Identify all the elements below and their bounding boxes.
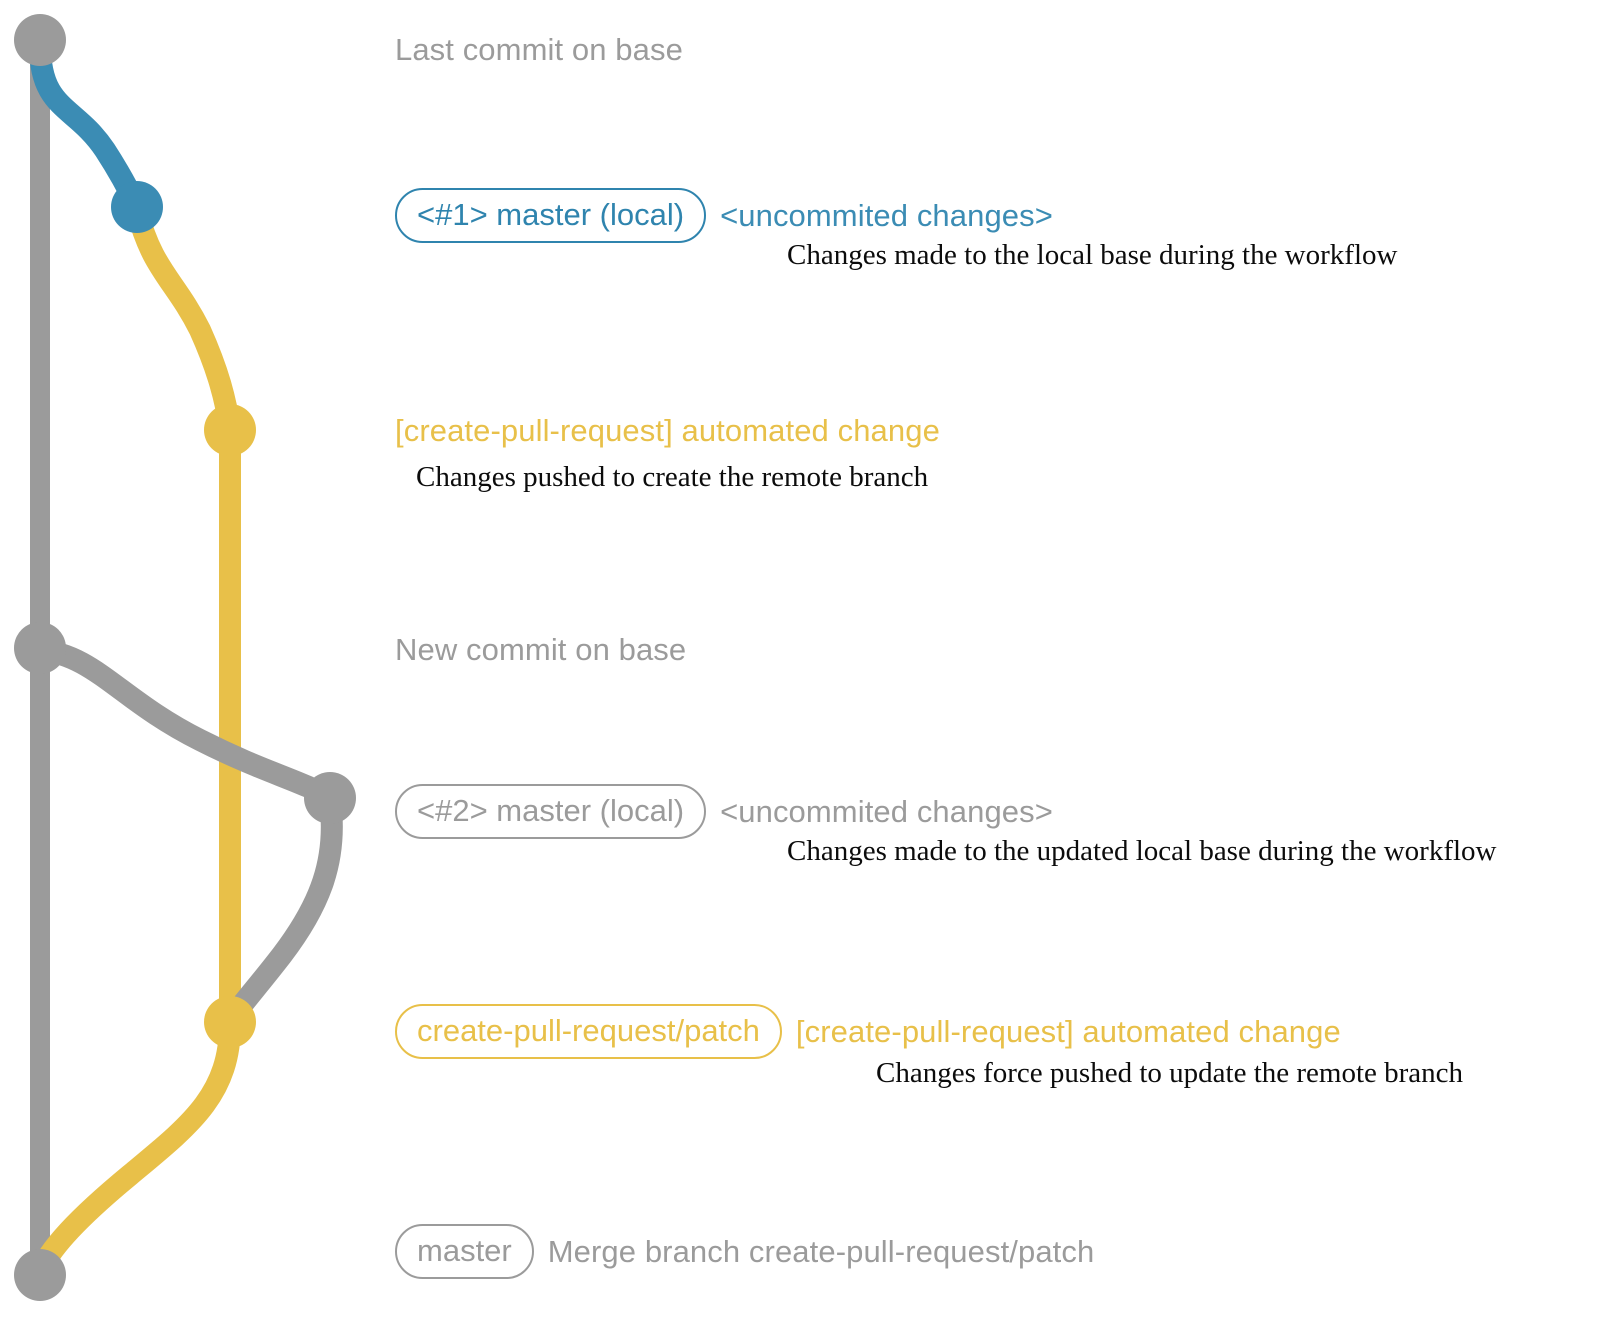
last-commit-headline: Last commit on base bbox=[395, 32, 683, 67]
row-new-commit-on-base: New commit on base bbox=[395, 632, 686, 668]
subtext-local-changes-1: Changes made to the local base during th… bbox=[787, 239, 1398, 271]
local-branch-line-1 bbox=[29, 34, 148, 218]
node-merge-master[interactable] bbox=[14, 1249, 66, 1301]
automated-change-headline-1: [create-pull-request] automated change bbox=[395, 413, 940, 448]
patch-merge-line bbox=[29, 1013, 241, 1284]
automated-change-headline-2: [create-pull-request] automated change bbox=[795, 1013, 1341, 1049]
merge-branch-line-out bbox=[29, 639, 341, 809]
node-new-commit-on-base[interactable] bbox=[14, 622, 66, 674]
subtext-local-changes-2: Changes made to the updated local base d… bbox=[787, 835, 1497, 867]
row-master-local-1: <#1> master (local) <uncommited changes> bbox=[395, 188, 1053, 243]
row-automated-change-2: create-pull-request/patch [create-pull-r… bbox=[395, 1004, 1341, 1059]
row-last-commit-on-base: Last commit on base bbox=[395, 32, 683, 68]
badge-master-local-2[interactable]: <#2> master (local) bbox=[395, 784, 707, 839]
subtext-automated-change-2: Changes force pushed to update the remot… bbox=[876, 1057, 1464, 1089]
node-automated-change-1[interactable] bbox=[204, 404, 256, 456]
merge-branch-headline: Merge branch create-pull-request/patch bbox=[547, 1233, 1095, 1269]
badge-master[interactable]: master bbox=[395, 1224, 534, 1279]
row-master-local-2: <#2> master (local) <uncommited changes> bbox=[395, 784, 1053, 839]
node-master-local-1[interactable] bbox=[111, 181, 163, 233]
badge-create-pull-request-patch[interactable]: create-pull-request/patch bbox=[395, 1004, 782, 1059]
subtext-automated-change-1: Changes pushed to create the remote bran… bbox=[416, 461, 929, 493]
row-merge-master: master Merge branch create-pull-request/… bbox=[395, 1224, 1094, 1279]
node-automated-change-2[interactable] bbox=[204, 996, 256, 1048]
uncommited-changes-headline-1: <uncommited changes> bbox=[720, 197, 1053, 233]
badge-master-local-1[interactable]: <#1> master (local) bbox=[395, 188, 707, 243]
uncommited-changes-headline-2: <uncommited changes> bbox=[720, 793, 1053, 829]
commit-graph bbox=[14, 14, 356, 1301]
new-commit-headline: New commit on base bbox=[395, 632, 687, 667]
row-automated-change-1: [create-pull-request] automated change bbox=[395, 413, 940, 449]
merge-branch-line-in bbox=[219, 789, 343, 1033]
patch-branch-line-1 bbox=[126, 199, 241, 441]
node-last-commit-on-base[interactable] bbox=[14, 14, 66, 66]
node-master-local-2[interactable] bbox=[304, 772, 356, 824]
